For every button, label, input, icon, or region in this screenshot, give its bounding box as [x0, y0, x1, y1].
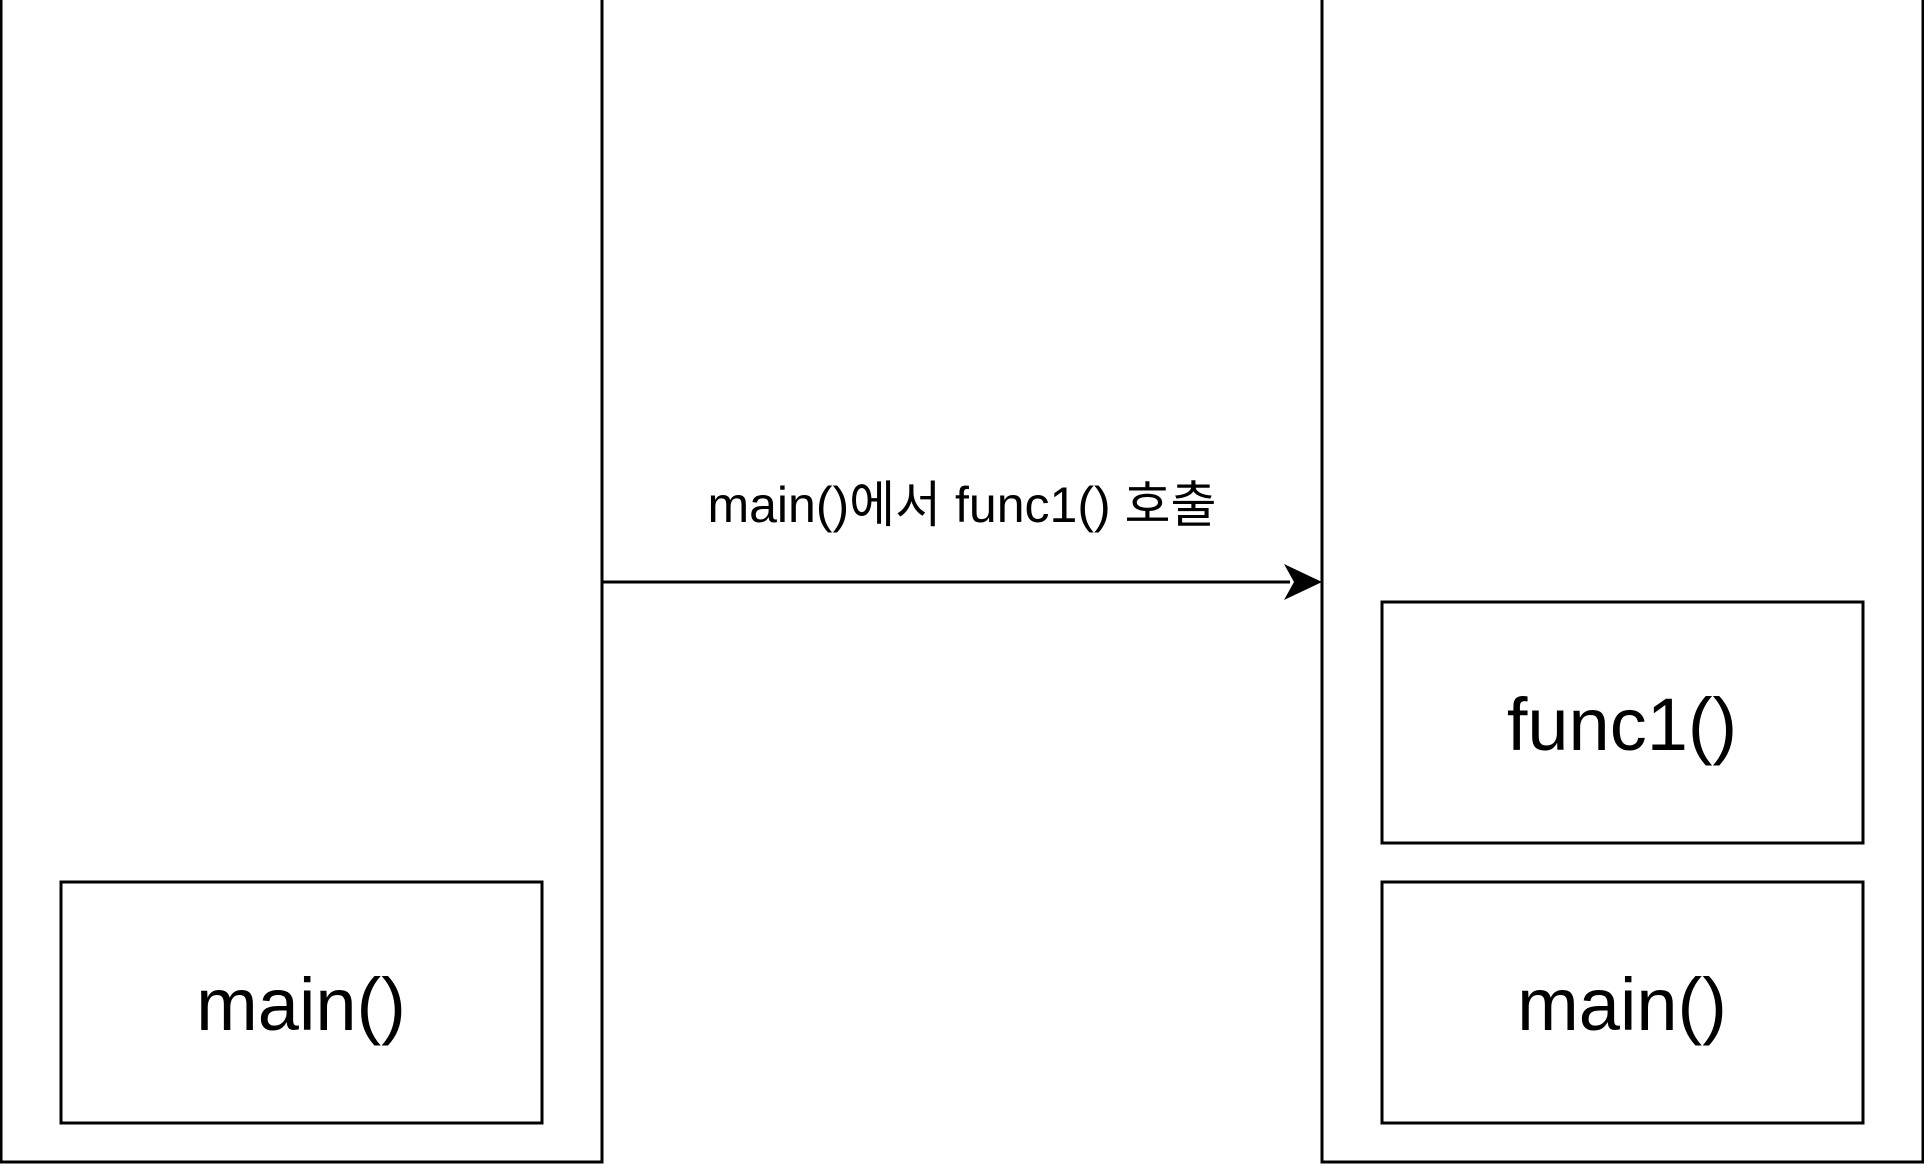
left-frame-main-box: [59, 880, 544, 1125]
left-frame-main-label: main(): [196, 963, 406, 1046]
right-frame-main-box: [1380, 880, 1865, 1125]
right-frame-func1-box: [1380, 600, 1865, 845]
right-frame-func1-label: func1(): [1507, 683, 1737, 766]
call-arrow-label: main()에서 func1() 호출: [707, 477, 1216, 533]
right-frame-main-label: main(): [1517, 963, 1727, 1046]
call-arrow-head: [1284, 564, 1322, 600]
